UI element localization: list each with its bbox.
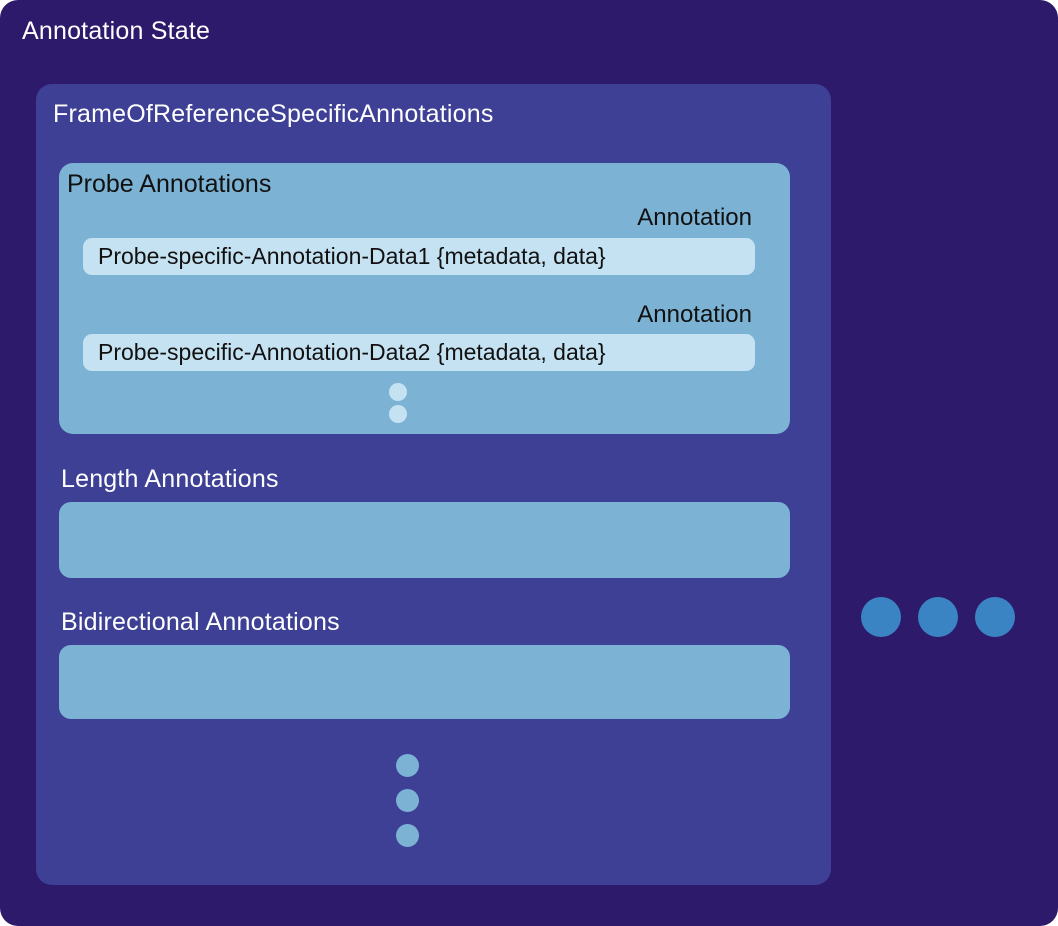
- length-annotations-section: [59, 502, 790, 578]
- ellipsis-dot: [389, 383, 407, 401]
- annotation-type-label: Annotation: [637, 301, 752, 328]
- ellipsis-dot: [918, 597, 958, 637]
- annotation-data-pill: Probe-specific-Annotation-Data2 {metadat…: [83, 334, 755, 371]
- diagram-title: Annotation State: [22, 17, 211, 45]
- more-sections-vertical-ellipsis-icon: [396, 754, 419, 847]
- bidirectional-annotations-section: [59, 645, 790, 719]
- more-annotations-vertical-ellipsis-icon: [389, 383, 407, 423]
- more-frames-horizontal-ellipsis-icon: [861, 597, 1015, 637]
- annotation-type-label: Annotation: [637, 204, 752, 231]
- probe-annotations-section: Probe Annotations Annotation Probe-speci…: [59, 163, 790, 434]
- bidirectional-annotations-label: Bidirectional Annotations: [61, 608, 340, 636]
- ellipsis-dot: [975, 597, 1015, 637]
- probe-annotations-label: Probe Annotations: [67, 170, 272, 198]
- ellipsis-dot: [389, 405, 407, 423]
- ellipsis-dot: [396, 824, 419, 847]
- length-annotations-label: Length Annotations: [61, 465, 279, 493]
- ellipsis-dot: [861, 597, 901, 637]
- frame-of-reference-container: FrameOfReferenceSpecificAnnotations Prob…: [36, 84, 831, 885]
- frame-of-reference-title: FrameOfReferenceSpecificAnnotations: [53, 100, 494, 128]
- annotation-data-pill: Probe-specific-Annotation-Data1 {metadat…: [83, 238, 755, 275]
- ellipsis-dot: [396, 754, 419, 777]
- ellipsis-dot: [396, 789, 419, 812]
